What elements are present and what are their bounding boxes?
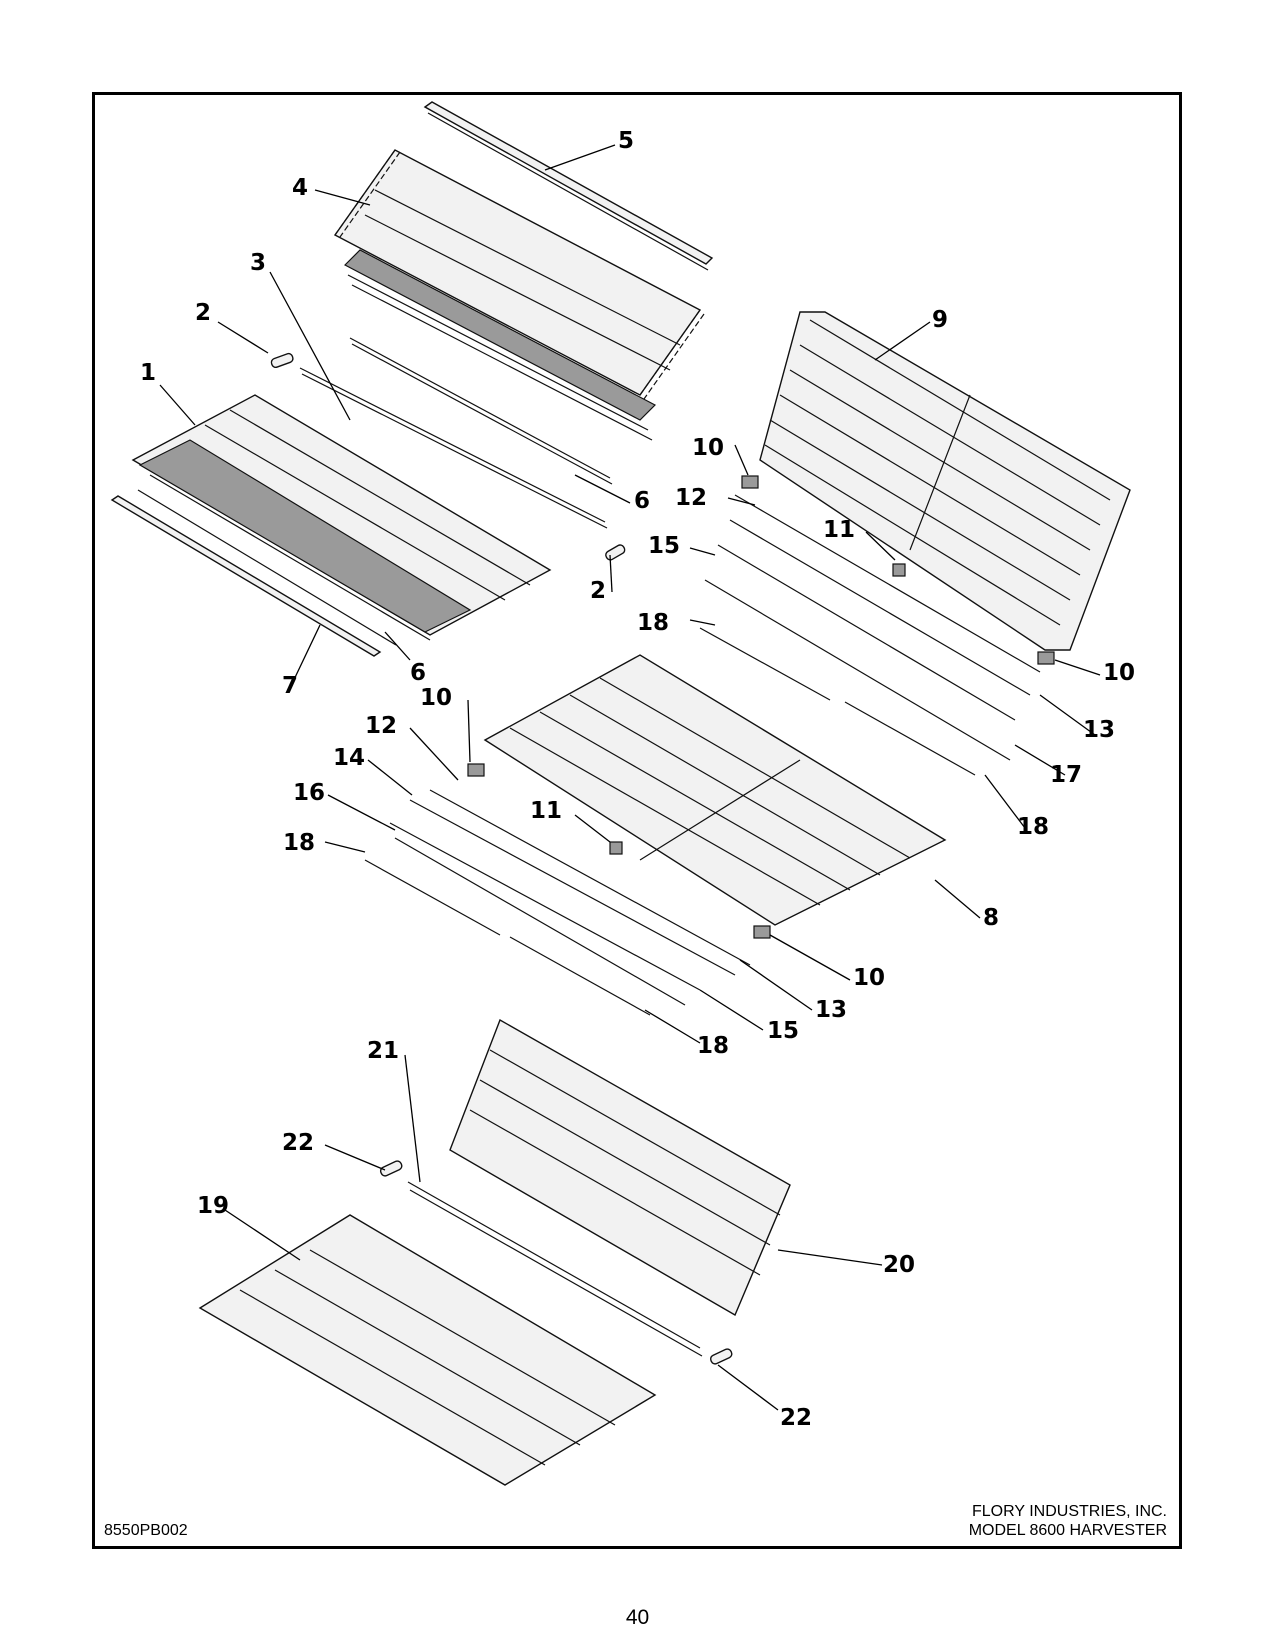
callout-12: 12	[675, 485, 707, 511]
slat-assembly-19	[198, 1214, 657, 1486]
angle-bar-5	[423, 101, 714, 271]
links-22	[379, 1160, 733, 1365]
shaft-21	[407, 1181, 703, 1357]
fingers-band-1	[138, 439, 472, 641]
rods-9	[764, 319, 1111, 626]
callout-6: 6	[634, 488, 650, 514]
callout-18d: 18	[697, 1033, 729, 1059]
callout-10b: 10	[1103, 660, 1135, 686]
callout-6b: 6	[410, 660, 426, 686]
callout-3: 3	[250, 250, 266, 276]
callout-10d: 10	[853, 965, 885, 991]
rod-bed-8	[483, 654, 947, 926]
callout-15b: 15	[767, 1018, 799, 1044]
callout-1: 1	[140, 360, 156, 386]
callout-7: 7	[282, 673, 298, 699]
callout-21: 21	[367, 1038, 399, 1064]
fingers-band-4	[343, 249, 657, 441]
callout-16: 16	[293, 780, 325, 806]
callout-9: 9	[932, 307, 948, 333]
shafts-lower	[364, 789, 751, 1016]
callout-18c: 18	[283, 830, 315, 856]
shaft-3	[299, 337, 613, 529]
slat-assembly-20	[449, 1018, 791, 1317]
callout-5: 5	[618, 128, 634, 154]
callout-19: 19	[197, 1193, 229, 1219]
callout-labels: 1 2 3 4 5 2 6 6 7 9 10 12 11 15 18 10 13…	[140, 128, 1135, 1431]
rods-8	[509, 677, 911, 906]
callout-22: 22	[282, 1130, 314, 1156]
shafts-upper	[699, 494, 1041, 776]
drawing-code: 8550PB002	[104, 1522, 188, 1539]
company-block: FLORY INDUSTRIES, INC. MODEL 8600 HARVES…	[969, 1502, 1167, 1540]
page-number: 40	[625, 1606, 650, 1629]
model-name: MODEL 8600 HARVESTER	[968, 1522, 1167, 1539]
chain-assembly-4	[333, 149, 705, 441]
callout-8: 8	[983, 905, 999, 931]
callout-15: 15	[648, 533, 680, 559]
callout-12b: 12	[365, 713, 397, 739]
callout-11: 11	[823, 517, 855, 543]
callout-18: 18	[637, 610, 669, 636]
callout-18b: 18	[1017, 814, 1049, 840]
strip-7	[110, 489, 397, 657]
rod-bed-9	[759, 311, 1131, 651]
leader-lines	[159, 144, 1101, 1411]
callout-11b: 11	[530, 798, 562, 824]
callout-10c: 10	[420, 685, 452, 711]
drawing-border	[92, 92, 1182, 1549]
callout-22b: 22	[780, 1405, 812, 1431]
callout-4: 4	[292, 175, 308, 201]
callout-13b: 13	[815, 997, 847, 1023]
callout-2: 2	[195, 300, 211, 326]
brackets-10-11	[467, 475, 1055, 939]
callout-14: 14	[333, 745, 365, 771]
chain-assembly-1	[131, 394, 552, 641]
callout-20: 20	[883, 1252, 915, 1278]
callout-13: 13	[1083, 717, 1115, 743]
company-name: FLORY INDUSTRIES, INC.	[972, 1503, 1167, 1520]
callout-10: 10	[692, 435, 724, 461]
callout-17: 17	[1050, 762, 1082, 788]
callout-2b: 2	[590, 578, 606, 604]
